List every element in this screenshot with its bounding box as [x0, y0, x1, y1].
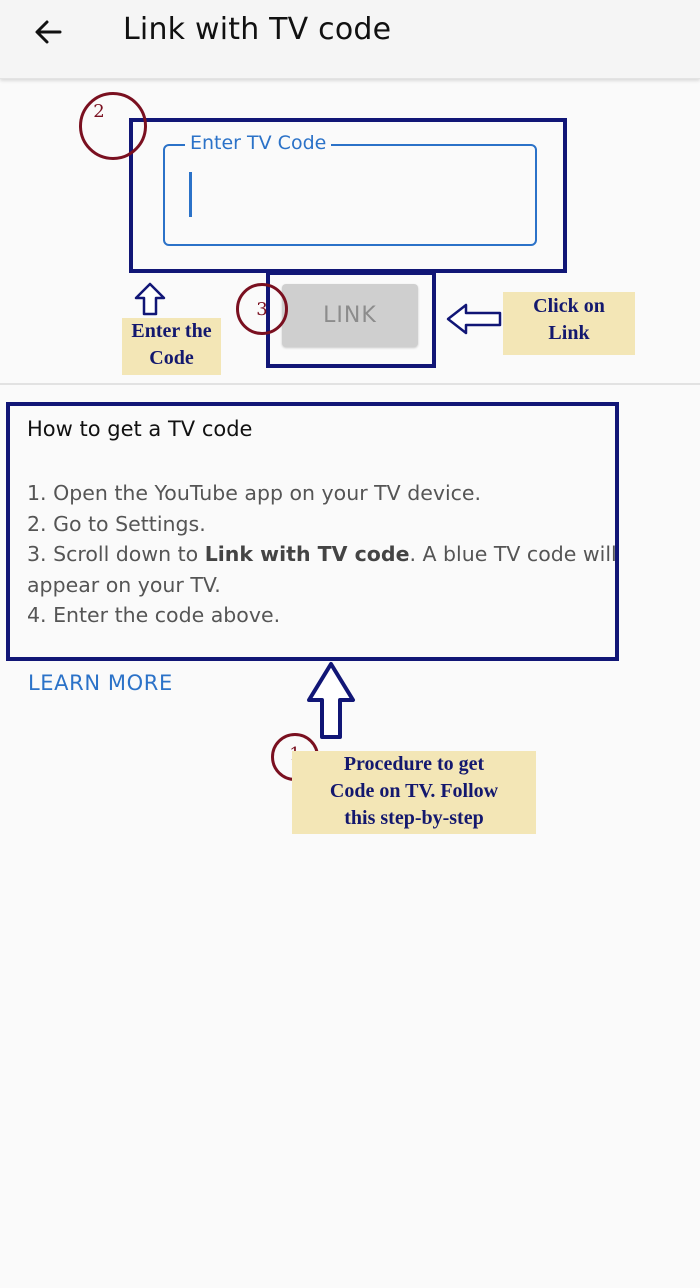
annotation-frame-link [266, 271, 436, 368]
learn-more-link[interactable]: LEARN MORE [28, 671, 173, 695]
text-caret [189, 172, 192, 217]
step-3-prefix: 3. Scroll down to [27, 542, 205, 566]
annotation-number-3: 3 [236, 283, 288, 335]
arrow-up-large-icon [307, 662, 355, 739]
page-title: Link with TV code [123, 12, 392, 47]
note-line: Enter the [131, 320, 212, 342]
section-divider [0, 383, 700, 385]
app-bar: Link with TV code [0, 0, 700, 79]
step-2: 2. Go to Settings. [27, 511, 206, 536]
annotation-note-click-link: Click on Link [503, 292, 635, 355]
annotation-frame-code [129, 118, 567, 273]
arrow-up-icon [134, 282, 166, 316]
link-button[interactable]: LINK [282, 284, 418, 347]
note-line: Click on [533, 295, 605, 317]
arrow-left-annotation-icon [446, 303, 502, 335]
arrow-left-icon[interactable] [30, 14, 66, 50]
note-line: Code on TV. Follow [329, 780, 499, 802]
annotation-number-2: 2 [79, 92, 147, 160]
help-heading: How to get a TV code [27, 417, 253, 441]
annotation-note-procedure: Procedure to get Code on TV. Follow this… [292, 751, 536, 834]
tv-code-input[interactable] [163, 144, 537, 246]
annotation-frame-instructions [6, 402, 619, 661]
step-3-continued: appear on your TV. [27, 572, 221, 597]
note-line: Code [149, 347, 194, 369]
tv-code-label: Enter TV Code [185, 132, 332, 154]
note-line: Link [548, 322, 590, 344]
step-4: 4. Enter the code above. [27, 603, 281, 627]
instruction-steps: 1. Open the YouTube app on your TV devic… [27, 478, 617, 631]
step-3-suffix: . A blue TV code will [409, 542, 617, 566]
note-line: Procedure to get [343, 753, 485, 775]
note-line: this step-by-step [344, 807, 484, 829]
step-3: 3. Scroll down to Link with TV code. A b… [27, 539, 617, 570]
annotation-note-enter-code: Enter the Code [122, 318, 221, 375]
step-3-bold: Link with TV code [204, 542, 410, 566]
step-1: 1. Open the YouTube app on your TV devic… [27, 481, 482, 505]
